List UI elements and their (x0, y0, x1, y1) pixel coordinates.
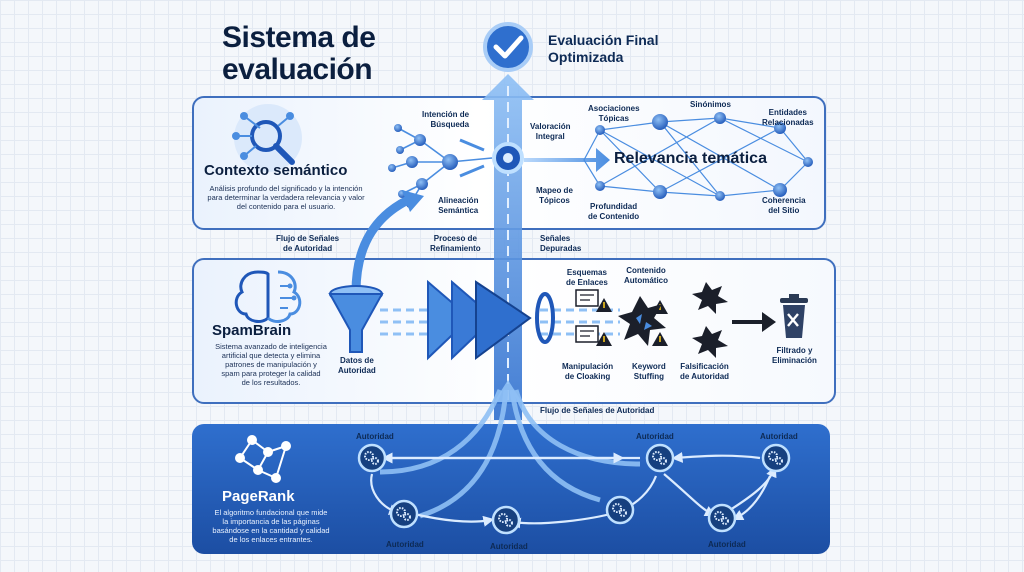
authority-label-5: Autoridad (490, 542, 528, 551)
authority-label-1: Autoridad (356, 432, 394, 441)
label-flujo-autoridad: Flujo de Señales de Autoridad (540, 406, 655, 415)
brain-icon (234, 270, 302, 323)
check-icon (483, 22, 533, 72)
document-icon (575, 289, 599, 343)
final-evaluation-label: Evaluación Final Optimizada (548, 32, 659, 65)
authority-label-2: Autoridad (636, 432, 674, 441)
trash-icon (780, 294, 808, 338)
curved-arrow (351, 195, 411, 293)
page-title: Sistema de evaluación (222, 21, 376, 86)
semantic-description: Análisis profundo del significado y la i… (207, 184, 365, 211)
magnifier-network-icon (232, 104, 302, 172)
authority-label-6: Autoridad (708, 540, 746, 549)
central-arrow (482, 74, 534, 420)
spambrain-title: SpamBrain (212, 322, 292, 339)
spam-explosion-icon (618, 282, 728, 358)
authority-label-4: Autoridad (386, 540, 424, 549)
pagerank-title: PageRank (222, 488, 295, 505)
funnel-icon (328, 285, 384, 353)
label-sinonimos: Sinónimos (690, 100, 731, 109)
semantic-hub (459, 138, 610, 178)
network-icon (235, 435, 291, 483)
refinement-filters (427, 279, 555, 361)
relevance-title: Relevancia temática (614, 150, 767, 167)
filter-arrow (732, 312, 776, 332)
authority-label-3: Autoridad (760, 432, 798, 441)
semantic-title: Contexto semántico (204, 162, 348, 179)
spam-shards (636, 314, 652, 330)
relevance-nodes (595, 112, 813, 201)
